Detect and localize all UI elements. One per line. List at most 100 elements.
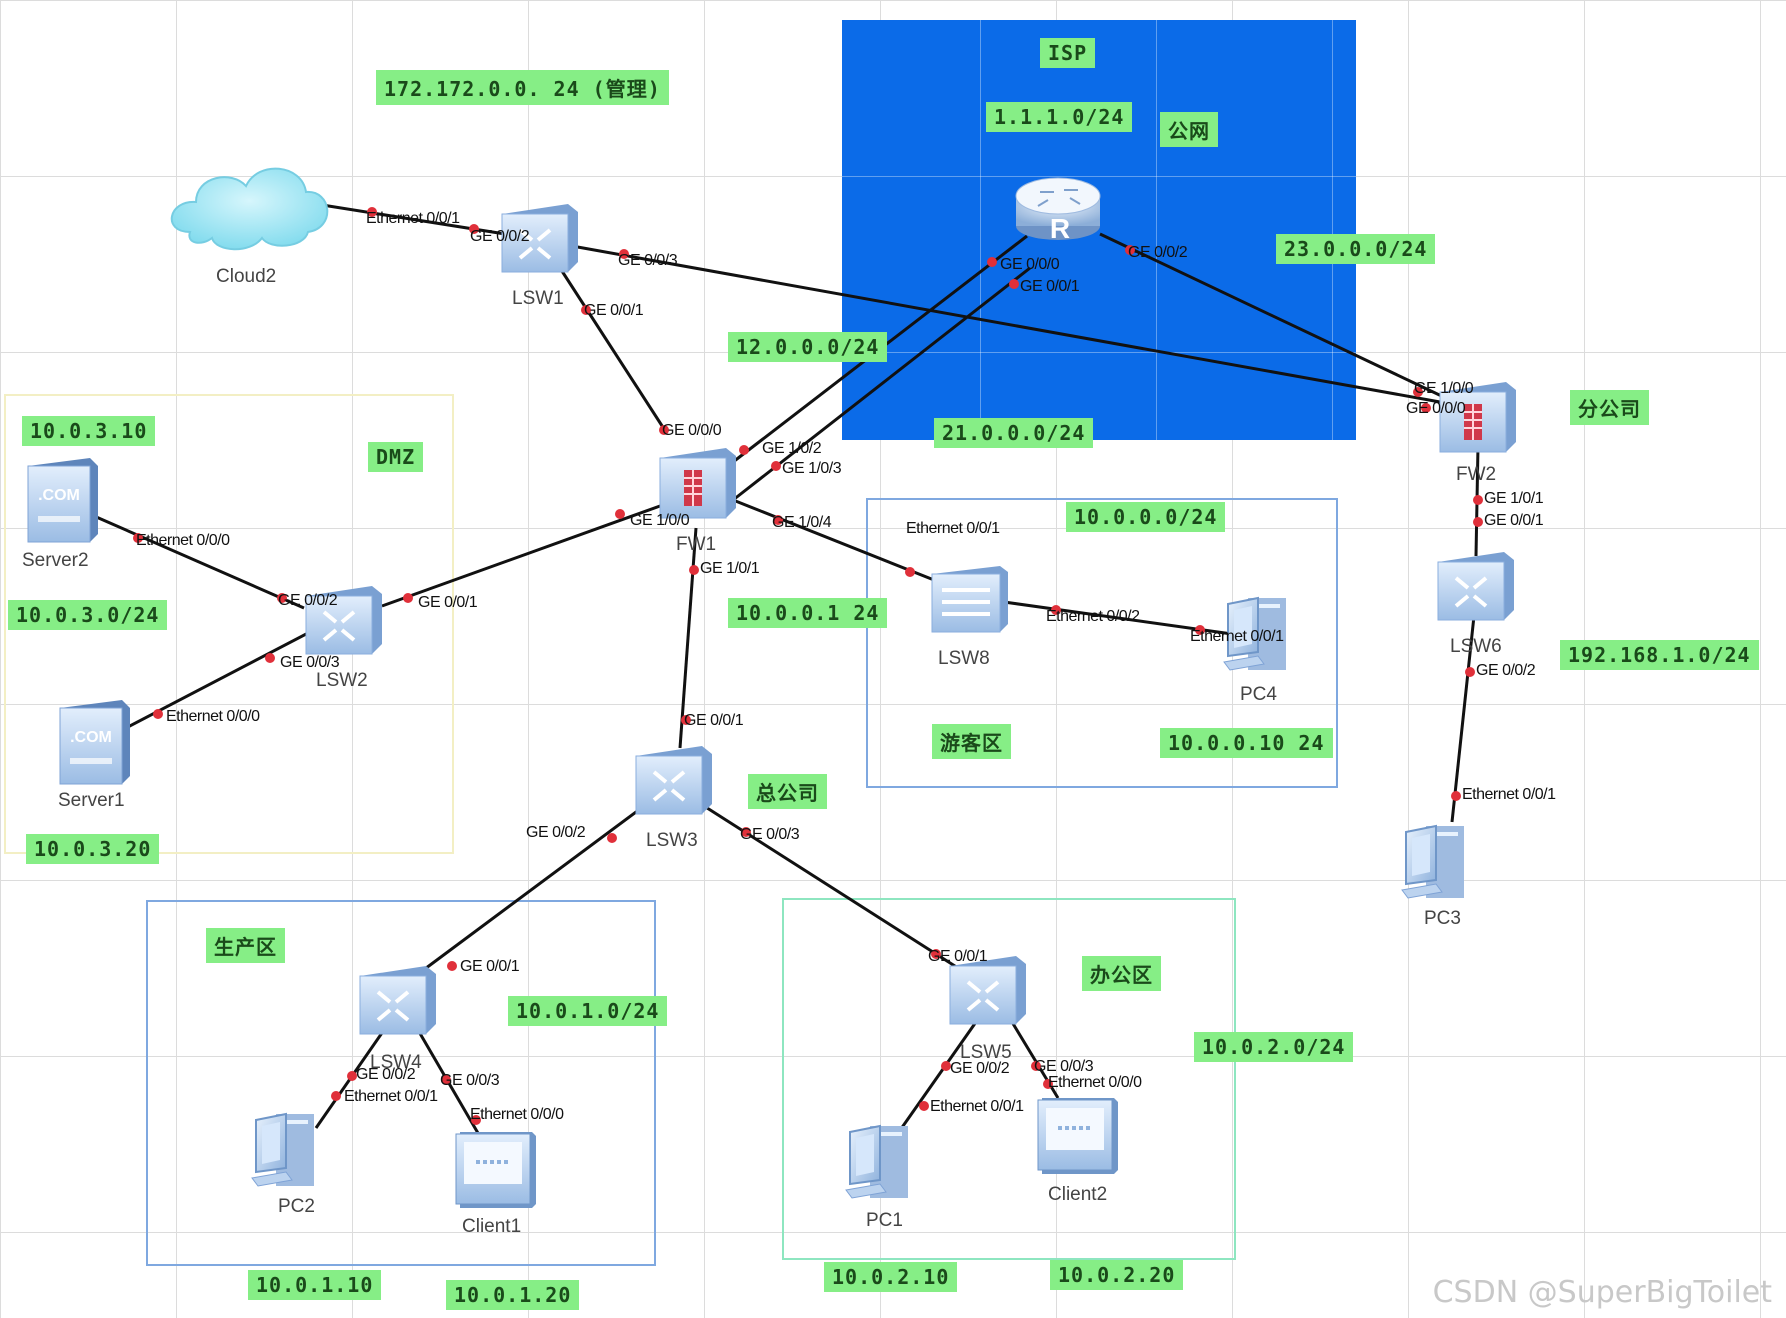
subnet-tag-23: 23.0.0.0/24 — [1276, 234, 1436, 264]
port-label: GE 0/0/0 — [662, 422, 722, 439]
port-label: Ethernet 0/0/1 — [1190, 628, 1284, 645]
port-label: GE 0/0/3 — [618, 252, 678, 269]
port-label: Ethernet 0/0/0 — [470, 1106, 564, 1123]
port-label: GE 0/0/3 — [740, 826, 800, 843]
port-label: Ethernet 0/0/1 — [930, 1098, 1024, 1115]
device-label-fw1: FW1 — [676, 534, 717, 555]
link-router-fw2 — [1099, 232, 1451, 402]
port-label: Ethernet 0/0/1 — [906, 520, 1000, 537]
server-icon[interactable]: .COM — [27, 458, 98, 543]
device-label-pc4: PC4 — [1240, 684, 1277, 705]
port-label: GE 1/0/0 — [630, 512, 690, 529]
production-zone — [146, 900, 656, 1266]
port-dot — [905, 567, 915, 577]
port-label: GE 1/0/0 — [1414, 380, 1474, 397]
cloud-icon[interactable] — [170, 167, 329, 251]
port-label: GE 0/0/2 — [356, 1066, 416, 1083]
port-label: GE 0/0/0 — [1000, 256, 1060, 273]
switch-icon[interactable] — [305, 586, 382, 655]
port-label: GE 0/0/2 — [1128, 244, 1188, 261]
switch-icon[interactable] — [635, 746, 712, 815]
port-label: Ethernet 0/0/0 — [1048, 1074, 1142, 1091]
link-lsw3-lsw4 — [409, 804, 645, 982]
client-icon[interactable] — [1037, 1098, 1118, 1174]
port-label: GE 0/0/1 — [1020, 278, 1080, 295]
link-fw1-lsw2 — [381, 504, 661, 608]
port-label: GE 0/0/2 — [278, 592, 338, 609]
port-dot — [987, 257, 997, 267]
port-label: GE 0/0/1 — [1484, 512, 1544, 529]
zone-tag-hq: 总公司 — [748, 774, 827, 809]
pc-icon[interactable] — [1401, 824, 1464, 899]
subnet-tag-office: 10.0.2.0/24 — [1194, 1032, 1354, 1062]
port-dot — [941, 1061, 951, 1071]
port-dot — [1125, 245, 1135, 255]
watermark: CSDN @SuperBigToilet — [1432, 1275, 1772, 1310]
port-label: GE 0/0/1 — [418, 594, 478, 611]
port-dot — [471, 1115, 481, 1125]
switch-icon[interactable] — [949, 956, 1026, 1025]
port-label: GE 0/0/3 — [1034, 1058, 1094, 1075]
switch-icon[interactable] — [1437, 552, 1514, 621]
port-dot — [1195, 625, 1205, 635]
router-icon[interactable]: R — [1015, 177, 1101, 244]
firewall-icon[interactable] — [659, 448, 736, 519]
port-label: GE 1/0/2 — [762, 440, 822, 457]
port-label: Ethernet 0/0/0 — [136, 532, 230, 549]
port-dot — [741, 827, 751, 837]
switch-icon[interactable] — [501, 204, 578, 273]
client-icon[interactable] — [455, 1132, 536, 1208]
firewall-icon[interactable] — [1439, 382, 1516, 453]
port-label: GE 0/0/1 — [684, 712, 744, 729]
device-label-cloud2: Cloud2 — [216, 266, 277, 287]
port-dot — [771, 461, 781, 471]
device-label-lsw5: LSW5 — [960, 1042, 1012, 1063]
port-dot — [1413, 387, 1423, 397]
port-dot — [447, 961, 457, 971]
subnet-tag-21: 21.0.0.0/24 — [934, 418, 1094, 448]
pc-icon[interactable] — [251, 1112, 314, 1187]
port-dot — [1031, 1061, 1041, 1071]
port-dot — [403, 593, 413, 603]
port-label: Ethernet 0/0/1 — [1462, 786, 1556, 803]
pc-icon[interactable] — [1223, 596, 1286, 671]
svg-text:.COM: .COM — [70, 729, 112, 746]
pc-icon[interactable] — [845, 1124, 908, 1199]
device-label-lsw3: LSW3 — [646, 830, 698, 851]
subnet-tag-isp: 1.1.1.0/24 — [986, 102, 1133, 132]
port-dot — [615, 509, 625, 519]
link-server2-lsw2 — [93, 514, 305, 610]
port-dot — [607, 833, 617, 843]
port-dot — [581, 305, 591, 315]
ip-tag-pc4: 10.0.0.10 24 — [1160, 728, 1333, 758]
port-dot — [265, 653, 275, 663]
port-label: GE 1/0/4 — [772, 514, 832, 531]
port-label: GE 0/0/3 — [280, 654, 340, 671]
switch-icon[interactable] — [359, 966, 436, 1035]
device-label-client1: Client1 — [462, 1216, 522, 1237]
subnet-tag-branch: 192.168.1.0/24 — [1560, 640, 1759, 670]
subnet-tag-12: 12.0.0.0/24 — [728, 332, 888, 362]
port-label: GE 0/0/1 — [584, 302, 644, 319]
ip-tag-server1: 10.0.3.20 — [26, 834, 160, 864]
server-icon[interactable]: .COM — [59, 700, 130, 785]
zone-tag-office: 办公区 — [1082, 956, 1161, 991]
device-label-pc2: PC2 — [278, 1196, 315, 1217]
port-dot — [1451, 791, 1461, 801]
link-fw1-router-b — [732, 266, 1031, 502]
guest-zone — [866, 498, 1338, 788]
port-dot — [689, 565, 699, 575]
port-dot — [931, 949, 941, 959]
port-dot — [277, 593, 287, 603]
port-label: Ethernet 0/0/0 — [166, 708, 260, 725]
link-fw1-lsw8 — [732, 498, 935, 582]
link-lsw1-fw2 — [571, 244, 1441, 404]
ip-tag-pc2: 10.0.1.10 — [248, 1270, 382, 1300]
port-label: Ethernet 0/0/1 — [366, 210, 460, 227]
switch-icon[interactable] — [931, 566, 1008, 633]
subnet-tag-production: 10.0.1.0/24 — [508, 996, 668, 1026]
port-dot — [1473, 517, 1483, 527]
device-label-lsw6: LSW6 — [1450, 636, 1502, 657]
zone-tag-guest: 游客区 — [932, 724, 1011, 759]
port-label: GE 1/0/1 — [700, 560, 760, 577]
